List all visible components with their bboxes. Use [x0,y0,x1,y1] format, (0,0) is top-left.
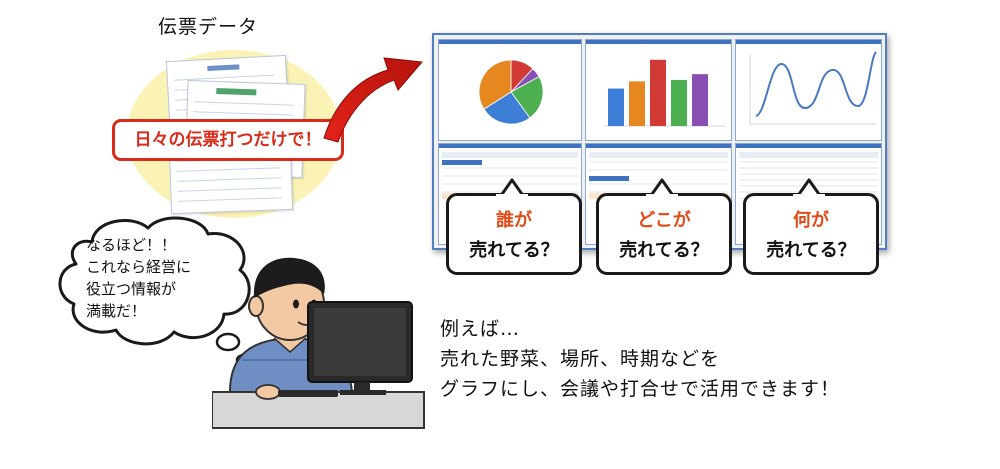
pie-slice-4 [478,59,512,110]
question-what-keyword: 何が [793,210,829,231]
thought-text: なるほど！！ これなら経営に 役立つ情報が 満載だ！ [86,234,226,322]
bar-0 [608,88,624,126]
thought-line-2: これなら経営に [86,258,192,276]
question-bubble-where: どこが 売れてる？ [596,193,732,275]
line-chart [749,51,877,125]
line-chart-panel [735,39,882,141]
slips-callout: 日々の伝票打つだけで！ [112,119,344,161]
bar-4 [692,74,708,126]
pie-chart-panel [438,39,582,141]
thought-line-4: 満載だ！ [86,302,147,320]
bar-chart-panel [585,39,732,141]
bar-2 [650,59,666,126]
description-line-2: 売れた野菜、場所、時期などを [440,348,721,370]
slips-title: 伝票データ [158,16,259,38]
person-at-computer-illustration [212,257,425,429]
question-who-text: 売れてる？ [469,240,559,261]
pie-slice-3 [483,91,531,125]
pie-chart [478,59,544,125]
curved-arrow-icon [323,57,423,143]
question-bubble-what: 何が 売れてる？ [743,193,879,275]
description-line-1: 例えば… [440,318,521,340]
bar-chart [604,59,725,127]
bubble-pointers [496,178,825,198]
question-what-text: 売れてる？ [766,240,856,261]
thought-line-1: なるほど！！ [86,236,177,254]
bar-3 [671,79,687,126]
description: 例えば… 売れた野菜、場所、時期などを グラフにし、会議や打合せで活用できます！ [440,314,840,404]
dashboard-screenshot [432,33,887,250]
question-where-keyword: どこが [637,210,691,231]
thought-line-3: 役立つ情報が [86,280,177,298]
question-bubble-who: 誰が 売れてる？ [446,193,582,275]
pie-slice-2 [510,76,544,119]
question-where-text: 売れてる？ [619,240,709,261]
bar-1 [629,81,645,126]
description-line-3: グラフにし、会議や打合せで活用できます！ [440,378,841,400]
question-who-keyword: 誰が [496,210,532,231]
